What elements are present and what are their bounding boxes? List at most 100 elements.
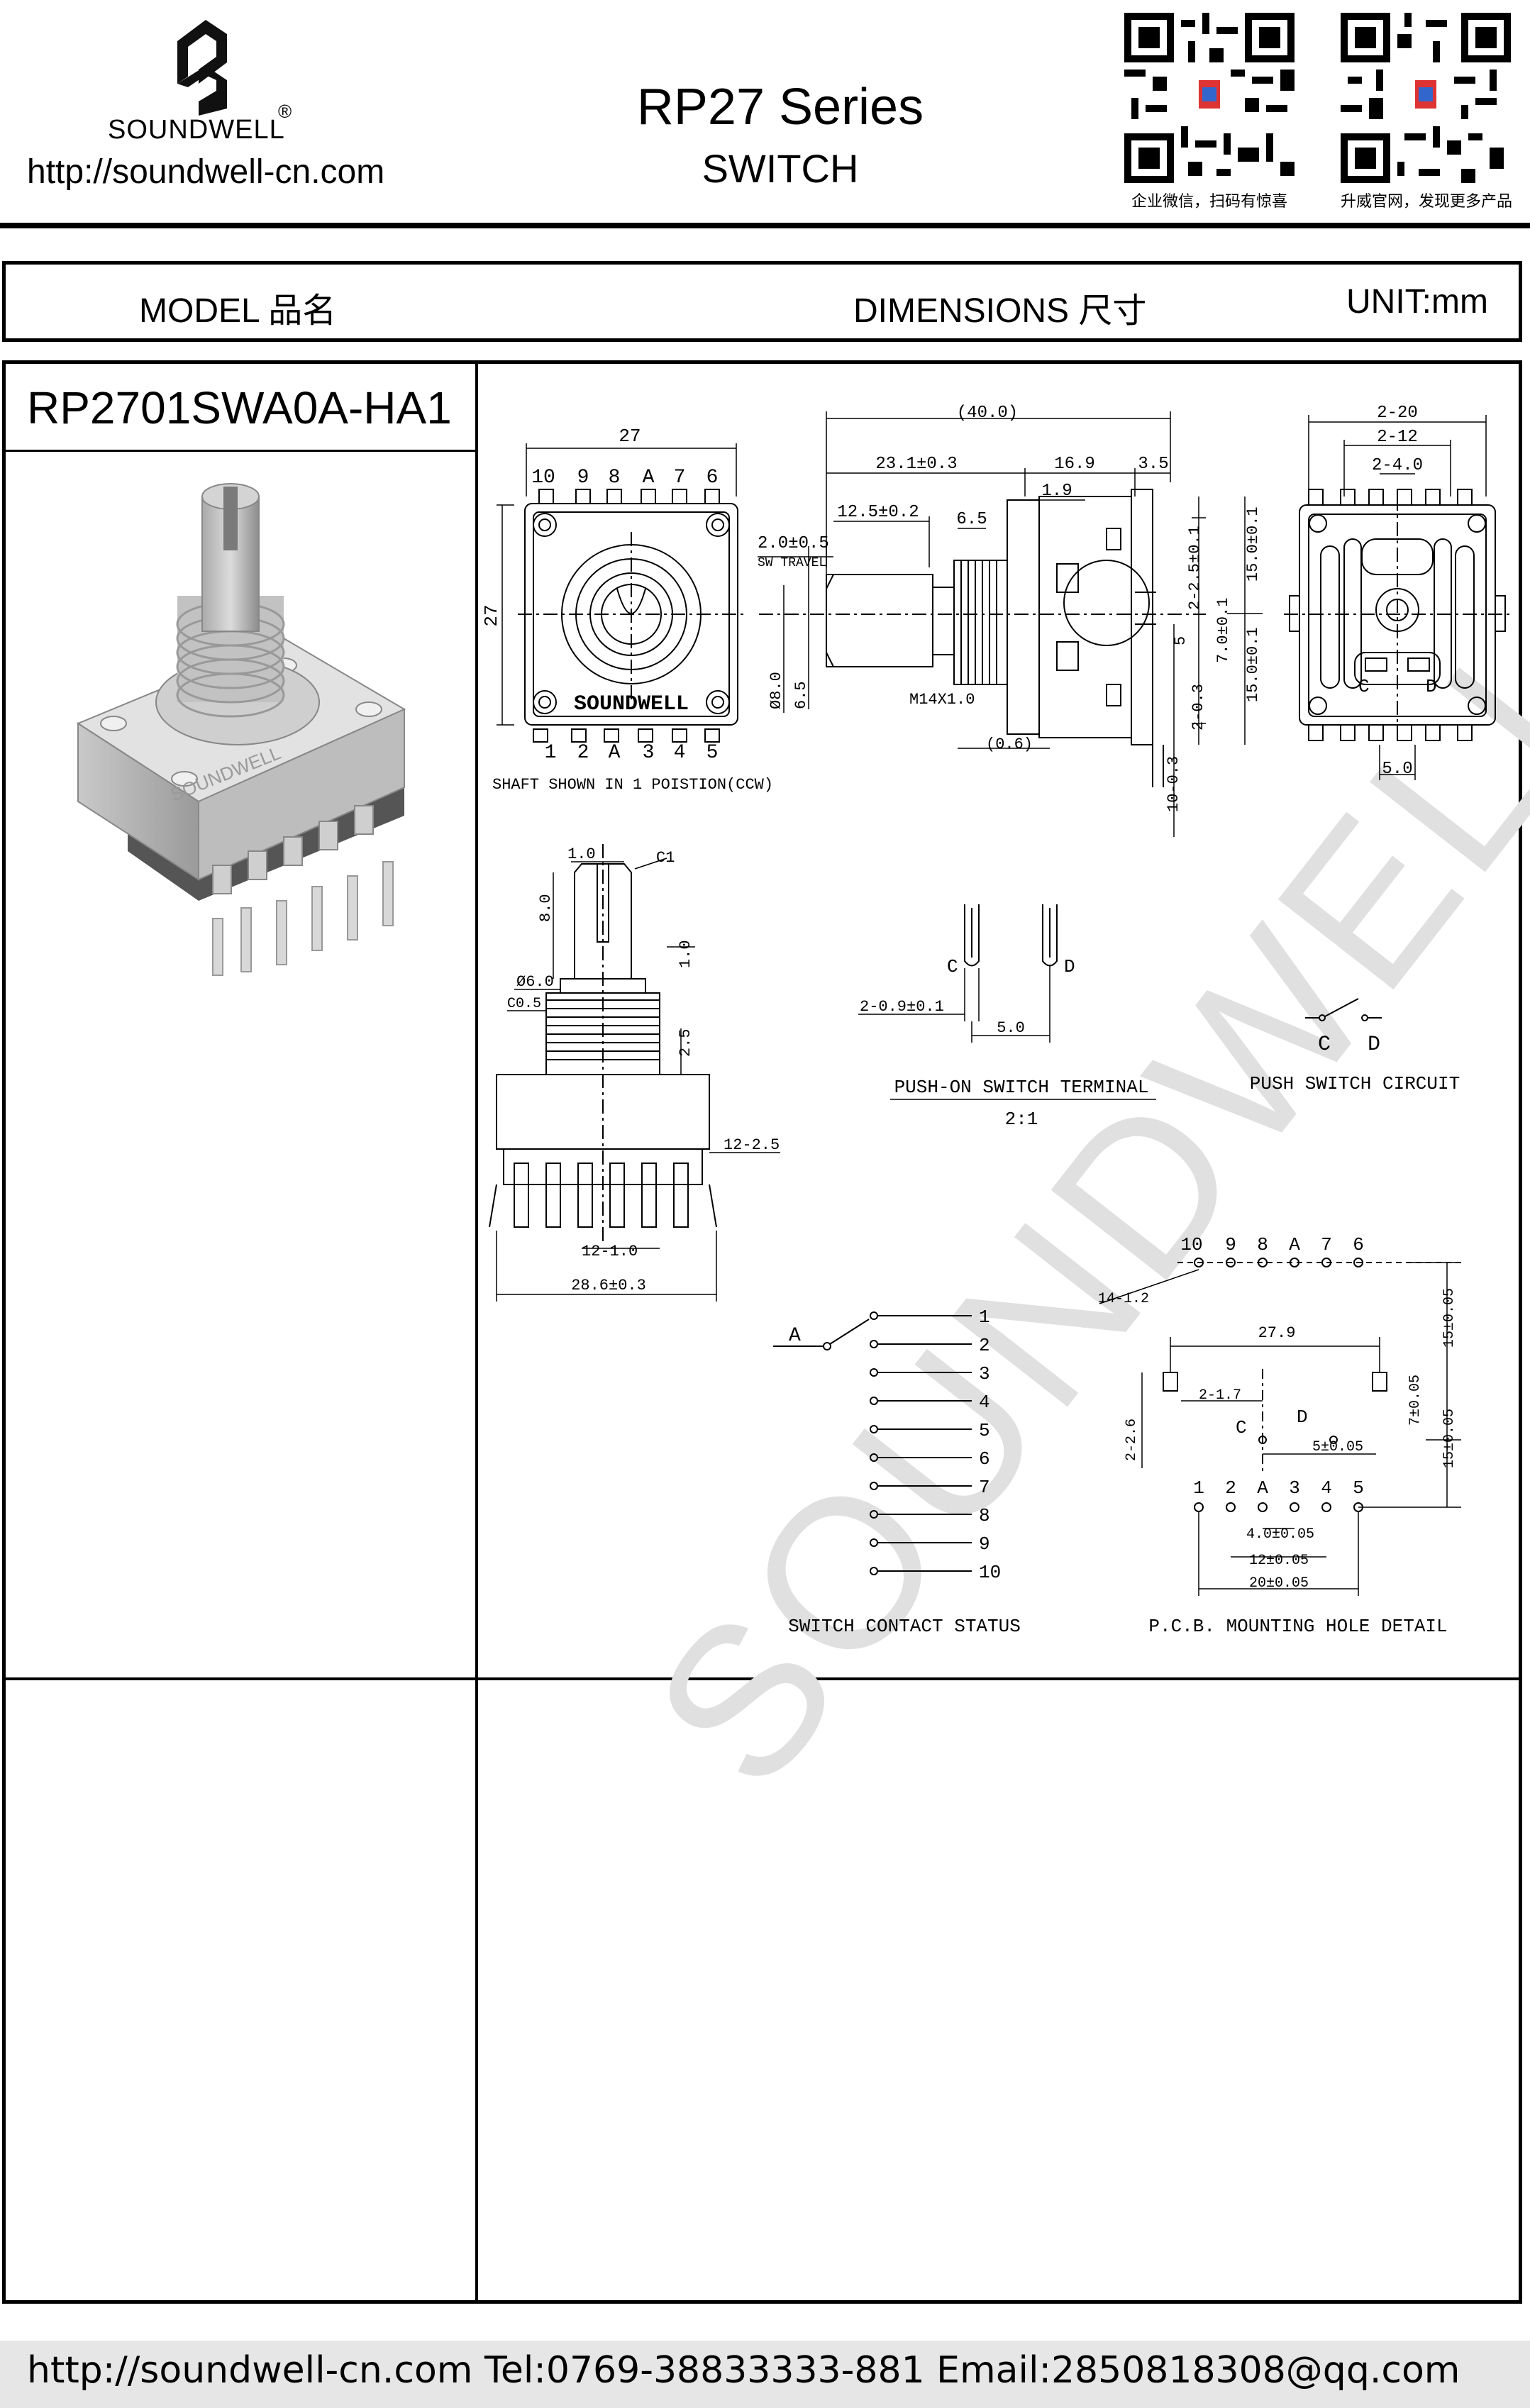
qr-left-caption: 企业微信，扫码有惊喜 bbox=[1131, 192, 1287, 210]
model-label: MODEL 品名 bbox=[139, 292, 337, 330]
shaft-c1: C1 bbox=[656, 849, 675, 867]
contact-label: 8 bbox=[979, 1505, 990, 1526]
header-website-link[interactable]: http://soundwell-cn.com bbox=[27, 153, 385, 191]
side-dim-16-9: 16.9 bbox=[1054, 455, 1095, 474]
svg-text:2: 2 bbox=[1225, 1477, 1236, 1499]
rear-dim-2-20: 2-20 bbox=[1377, 404, 1418, 423]
contact-node-icon bbox=[870, 1368, 878, 1377]
soundwell-logo-icon bbox=[177, 20, 227, 116]
svg-text:6: 6 bbox=[1353, 1234, 1364, 1255]
contact-node-icon bbox=[870, 1482, 878, 1490]
pcb-c-label: C bbox=[1236, 1417, 1247, 1438]
shaft-dim-1-0: 1.0 bbox=[567, 845, 596, 863]
product-image: SOUNDWELL bbox=[76, 483, 406, 976]
push-terminal-c: C bbox=[947, 956, 958, 977]
rear-dim-2-4: 2-4.0 bbox=[1372, 456, 1423, 475]
svg-text:3: 3 bbox=[643, 742, 655, 764]
side-dim-12-5: 12.5±0.2 bbox=[837, 503, 919, 522]
pcb-dim-15-05a: 15±0.05 bbox=[1441, 1288, 1458, 1348]
contact-label: 6 bbox=[979, 1448, 990, 1470]
svg-text:7: 7 bbox=[1321, 1234, 1332, 1255]
shaft-dim-1-0b: 1.0 bbox=[677, 940, 694, 968]
svg-text:8: 8 bbox=[1257, 1234, 1268, 1255]
shaft-dim-12-1-0: 12-1.0 bbox=[582, 1243, 638, 1260]
pcb-dim-20-05: 20±0.05 bbox=[1249, 1575, 1309, 1592]
pcb-dim-5-05: 5±0.05 bbox=[1312, 1439, 1363, 1455]
svg-text:9: 9 bbox=[577, 467, 589, 489]
shaft-dim-28-6: 28.6±0.3 bbox=[571, 1277, 646, 1294]
sw-travel-label: SW TRAVEL bbox=[758, 556, 826, 570]
shaft-c0-5: C0.5 bbox=[507, 996, 541, 1012]
rear-d-label: D bbox=[1426, 676, 1437, 697]
contact-node-icon bbox=[870, 1567, 878, 1575]
side-dim-2-0: 2.0±0.5 bbox=[758, 534, 829, 553]
side-dim-1-9: 1.9 bbox=[1041, 482, 1072, 501]
contact-label: 10 bbox=[979, 1562, 1001, 1583]
qr-code-right-icon bbox=[1341, 13, 1511, 183]
side-dim-15-0b: 15.0±0.1 bbox=[1244, 627, 1262, 702]
series-subtitle: SWITCH bbox=[702, 146, 859, 191]
push-terminal-dim-5-0: 5.0 bbox=[997, 1019, 1025, 1037]
contact-node-icon bbox=[870, 1538, 878, 1547]
side-dim-6-5: 6.5 bbox=[956, 510, 987, 529]
svg-text:5: 5 bbox=[706, 742, 719, 764]
contact-common-label: A bbox=[789, 1325, 801, 1347]
svg-text:10: 10 bbox=[1180, 1234, 1202, 1255]
front-brand-text: SOUNDWELL bbox=[574, 692, 689, 716]
contact-node-icon bbox=[870, 1397, 878, 1405]
front-top-pins: 10 9 8 A 7 6 bbox=[531, 467, 718, 489]
thread-label: M14X1.0 bbox=[909, 691, 975, 709]
side-dim-2-0-3: 2-0.3 bbox=[1190, 684, 1207, 731]
header-divider bbox=[0, 223, 1530, 228]
push-circuit-caption: PUSH SWITCH CIRCUIT bbox=[1250, 1073, 1460, 1094]
pcb-dim-15-05b: 15±0.05 bbox=[1441, 1409, 1458, 1468]
footer-contact-text: http://soundwell-cn.com Tel:0769-3883333… bbox=[27, 2349, 1460, 2392]
shaft-dim-2-5: 2.5 bbox=[677, 1028, 694, 1057]
side-dim-0-6: (0.6) bbox=[986, 736, 1033, 753]
rear-view: 2-20 2-12 2-4.0 C D 5.0 bbox=[1284, 404, 1511, 780]
svg-text:8: 8 bbox=[609, 467, 621, 489]
side-dim-15-0a: 15.0±0.1 bbox=[1244, 506, 1262, 582]
contact-node-icon bbox=[870, 1311, 878, 1320]
pcb-dim-14: 14-1.2 bbox=[1098, 1291, 1149, 1307]
pcb-dim-7-05: 7±0.05 bbox=[1407, 1375, 1424, 1426]
column-divider bbox=[475, 360, 478, 2304]
contact-label: 7 bbox=[979, 1477, 990, 1498]
svg-text:6: 6 bbox=[706, 467, 719, 489]
qr-code-left-icon bbox=[1124, 13, 1295, 183]
contact-label: 5 bbox=[979, 1420, 990, 1441]
contact-status-caption: SWITCH CONTACT STATUS bbox=[788, 1616, 1021, 1637]
pcb-dim-12-05: 12±0.05 bbox=[1249, 1553, 1309, 1569]
contact-node-icon bbox=[870, 1510, 878, 1519]
side-dim-10-0-3: 10-0.3 bbox=[1165, 756, 1182, 812]
front-view: 27 27 10 9 8 A 7 6 SOUNDWELL bbox=[481, 426, 773, 794]
svg-text:A: A bbox=[1289, 1234, 1300, 1255]
svg-text:5: 5 bbox=[1353, 1477, 1364, 1499]
pcb-detail: 10 9 8 A 7 6 bbox=[1098, 1234, 1461, 1637]
svg-text:7: 7 bbox=[674, 467, 686, 489]
shaft-detail: 1.0 C1 8.0 1.0 Ø6.0 C0.5 2.5 12-2.5 12-1… bbox=[489, 844, 780, 1302]
svg-text:A: A bbox=[643, 467, 655, 489]
svg-text:4: 4 bbox=[1321, 1477, 1332, 1499]
dimensions-label: DIMENSIONS 尺寸 bbox=[853, 292, 1147, 330]
side-dim-7-0: 7.0±0.1 bbox=[1214, 598, 1232, 663]
title-bar bbox=[2, 261, 1522, 342]
pcb-bottom-pins: 1 2 A 3 4 5 bbox=[1193, 1477, 1364, 1499]
svg-text:2: 2 bbox=[577, 742, 589, 764]
unit-label: UNIT:mm bbox=[1346, 283, 1488, 321]
front-view-caption: SHAFT SHOWN IN 1 POISTION(CCW) bbox=[492, 776, 773, 794]
svg-text:1: 1 bbox=[1193, 1477, 1204, 1499]
svg-text:1: 1 bbox=[545, 742, 557, 764]
svg-text:4: 4 bbox=[674, 742, 686, 764]
pcb-dim-4-05: 4.0±0.05 bbox=[1246, 1526, 1314, 1543]
side-dim-6-5b: 6.5 bbox=[792, 681, 810, 709]
pcb-dim-2-2-6: 2-2.6 bbox=[1124, 1419, 1140, 1461]
front-bottom-pins: 1 2 A 3 4 5 bbox=[545, 742, 719, 764]
contact-label: 9 bbox=[979, 1533, 990, 1555]
rear-dim-2-12: 2-12 bbox=[1377, 428, 1418, 447]
row-divider bbox=[2, 1677, 1522, 1680]
side-overall-dim: (40.0) bbox=[957, 404, 1018, 423]
footer: http://soundwell-cn.com Tel:0769-3883333… bbox=[0, 2341, 1530, 2408]
push-terminal-caption: PUSH-ON SWITCH TERMINAL bbox=[894, 1077, 1149, 1098]
